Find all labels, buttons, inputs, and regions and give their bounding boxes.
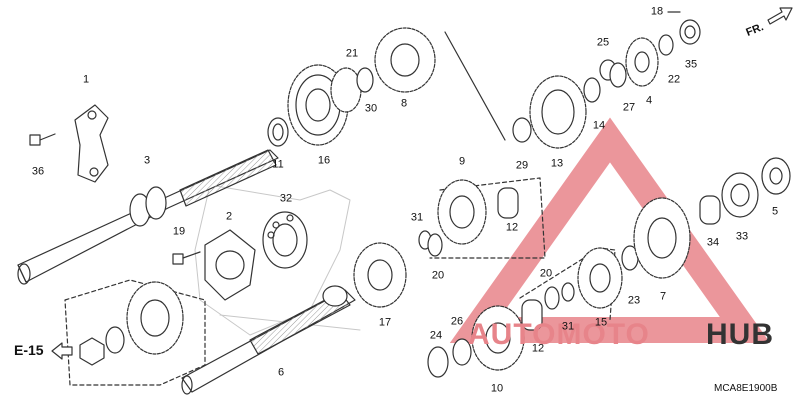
oil-seal-5 [761, 157, 791, 195]
callout-29: 29 [515, 159, 529, 172]
callout-21: 21 [345, 47, 359, 60]
callout-22: 22 [667, 73, 681, 86]
callout-13: 13 [550, 157, 564, 170]
callout-19: 19 [172, 225, 186, 238]
callout-3: 3 [143, 154, 151, 167]
gear-8 [374, 27, 436, 93]
washer-lower [105, 326, 125, 354]
gear-4 [625, 37, 659, 87]
callout-1: 1 [82, 73, 90, 86]
bushing-14 [583, 77, 601, 103]
bushing-11 [267, 117, 289, 147]
washer-20-upper [427, 233, 443, 257]
group-outline [429, 177, 546, 259]
callout-27: 27 [622, 101, 636, 114]
washer-29 [512, 117, 532, 143]
gear-17 [353, 242, 407, 308]
callout-20-upper: 20 [431, 269, 445, 282]
washer-22 [658, 34, 674, 56]
callout-15: 15 [594, 316, 608, 329]
callout-36: 36 [31, 165, 45, 178]
leader-line [444, 31, 506, 141]
stopper-plate [74, 104, 109, 183]
washer-20-lower [544, 286, 560, 310]
callout-14: 14 [592, 119, 606, 132]
callout-4: 4 [645, 94, 653, 107]
countershaft [181, 285, 356, 395]
bearing-35 [679, 19, 701, 45]
nut [79, 337, 105, 366]
bushing-34 [699, 195, 721, 225]
mainshaft [17, 149, 279, 285]
bushing-12-upper [497, 187, 519, 219]
fr-arrow [767, 7, 793, 25]
callout-7: 7 [659, 290, 667, 303]
callout-30: 30 [364, 102, 378, 115]
callout-26: 26 [450, 315, 464, 328]
bearing-33 [721, 172, 759, 218]
callout-20-lower: 20 [539, 267, 553, 280]
callout-16: 16 [317, 154, 331, 167]
callout-34: 34 [706, 236, 720, 249]
bushing-26 [452, 338, 472, 366]
bearing-32 [262, 211, 308, 269]
watermark-text-dark: HUB [706, 318, 774, 351]
callout-24: 24 [429, 329, 443, 342]
callout-11: 11 [272, 158, 284, 171]
callout-6: 6 [277, 366, 285, 379]
callout-10: 10 [490, 382, 504, 395]
washer-24 [427, 346, 449, 378]
callout-25: 25 [596, 36, 610, 49]
bearing-holder [204, 229, 256, 301]
callout-18: 18 [650, 5, 664, 18]
gear-9 [437, 179, 487, 245]
gear-21 [330, 67, 362, 113]
callout-8: 8 [400, 97, 408, 110]
callout-32: 32 [279, 192, 293, 205]
gear-7 [633, 197, 691, 279]
callout-23: 23 [627, 294, 641, 307]
bolt-36 [29, 133, 56, 146]
callout-12-upper: 12 [505, 221, 519, 234]
countershaft-gear [126, 281, 184, 355]
ref-arrow [51, 342, 73, 360]
gear-10 [471, 305, 525, 371]
callout-5: 5 [771, 205, 779, 218]
callout-33: 33 [735, 230, 749, 243]
clip-31-lower [561, 282, 575, 302]
callout-35: 35 [684, 58, 698, 71]
reference-label: E-15 [14, 342, 44, 358]
callout-12-lower: 12 [531, 342, 545, 355]
gear-15 [577, 247, 623, 309]
washer-27 [609, 62, 627, 88]
gear-13 [529, 75, 587, 149]
callout-2: 2 [225, 210, 233, 223]
callout-9: 9 [458, 155, 466, 168]
diagram-code: MCA8E1900B [714, 383, 778, 394]
callout-17: 17 [378, 316, 392, 329]
callout-31-upper: 31 [410, 211, 424, 224]
callout-31-lower: 31 [561, 320, 575, 333]
assembly-outline [64, 279, 206, 386]
bolt-19 [172, 251, 201, 265]
watermark-text: AUTOMOTO [468, 318, 650, 351]
bushing-12-lower [521, 299, 543, 331]
washer-30 [356, 67, 374, 93]
